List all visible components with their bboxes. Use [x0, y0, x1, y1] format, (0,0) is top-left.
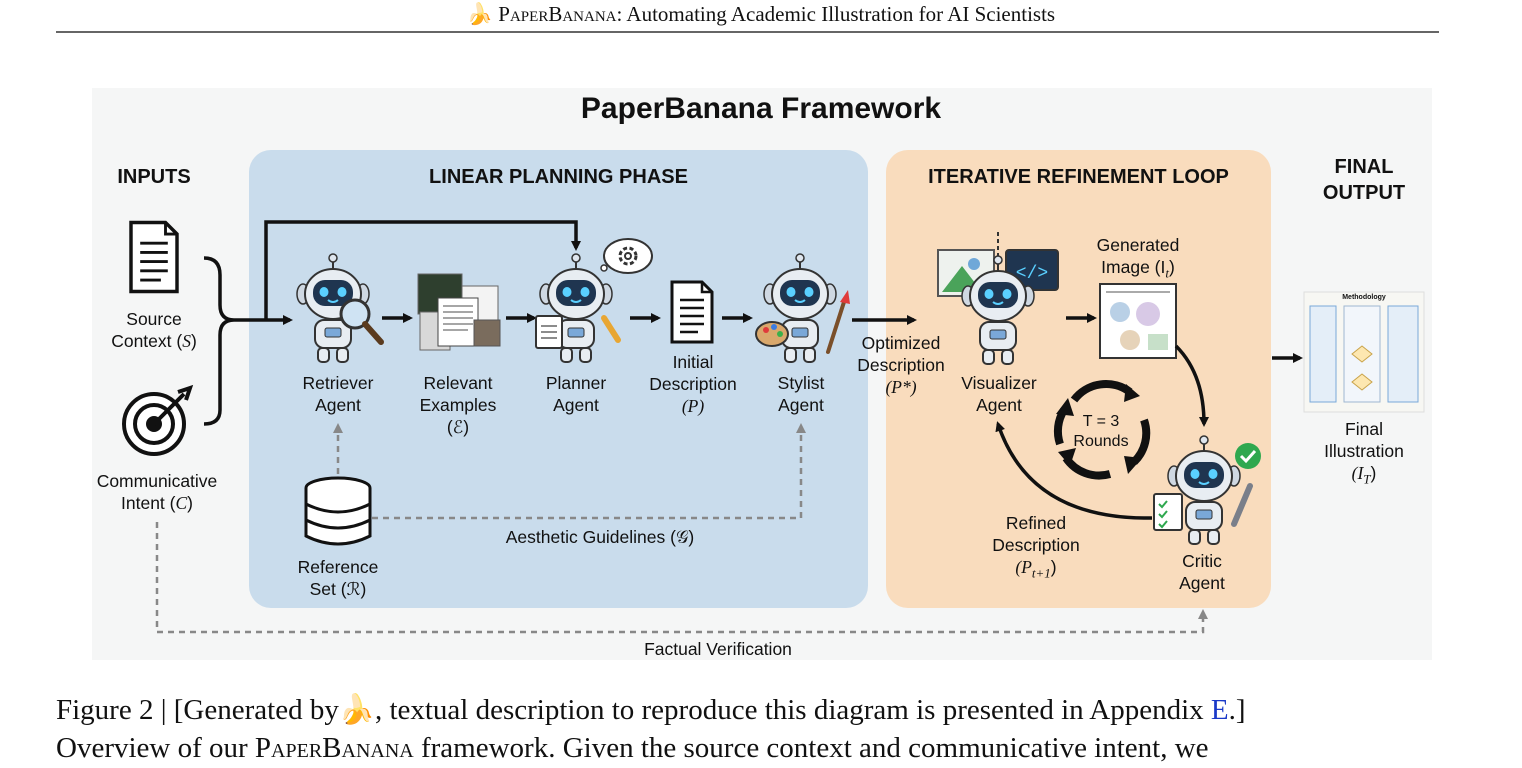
planner-robot-icon — [535, 253, 621, 363]
svg-text:</>: </> — [1016, 264, 1048, 284]
optimized-description-label: Optimized Description (P*) — [857, 333, 945, 397]
diagram-title: PaperBanana Framework — [580, 92, 942, 125]
stylist-robot-icon — [755, 253, 850, 363]
retriever-robot-icon — [296, 253, 384, 363]
stylist-agent-label: Stylist Agent — [777, 373, 825, 415]
visualizer-agent-label: Visualizer Agent — [961, 373, 1037, 415]
final-illustration-label: Final Illustration (IT) — [1324, 419, 1404, 487]
caption-line2-brand: PaperBanana — [254, 732, 414, 764]
initial-description-label: Initial Description (P) — [649, 352, 737, 416]
final-output-header: FINAL OUTPUT — [1300, 154, 1428, 206]
generated-image-label: Generated Image (It) — [1096, 235, 1180, 281]
running-head: 🍌 PaperBanana: Automating Academic Illus… — [0, 0, 1522, 28]
critic-agent-label: Critic Agent — [1179, 551, 1225, 593]
thought-gear-icon — [600, 238, 653, 274]
header-rule — [56, 31, 1439, 33]
reference-database-icon — [304, 476, 372, 546]
diagram-graphics: </> — [122, 220, 1425, 634]
target-icon — [122, 384, 194, 456]
running-head-title: : Automating Academic Illustration for A… — [616, 2, 1056, 26]
factual-verification-label: Factual Verification — [644, 639, 792, 659]
source-document-icon — [129, 220, 179, 294]
generated-image-icon — [1099, 283, 1177, 359]
final-output-header-line1: FINAL — [1334, 156, 1394, 178]
initial-description-icon — [670, 280, 714, 344]
caption-line2-rest: framework. Given the source context and … — [420, 732, 1209, 764]
running-head-brand: PaperBanana — [498, 2, 617, 26]
figure-caption: Figure 2 | [Generated by🍌, textual descr… — [56, 690, 1246, 730]
planning-phase-header: LINEAR PLANNING PHASE — [429, 166, 688, 188]
planner-agent-label: Planner Agent — [545, 373, 607, 415]
relevant-examples-label: Relevant Examples (ℰ) — [419, 373, 497, 437]
loop-cycle-icon — [1053, 380, 1151, 480]
final-illustration-icon — [1303, 291, 1425, 413]
caption-prefix: Figure 2 | [Generated by — [56, 694, 339, 726]
final-output-header-line2: OUTPUT — [1322, 182, 1406, 204]
appendix-link[interactable]: E — [1210, 694, 1229, 726]
caption-middle: , textual description to reproduce this … — [374, 694, 1204, 726]
relevant-examples-icon — [417, 273, 501, 351]
check-badge-icon — [1235, 443, 1261, 469]
caption-banana-icon: 🍌 — [338, 694, 375, 726]
refinement-loop-panel — [886, 150, 1271, 608]
loop-rounds-label: T = 3 Rounds — [1073, 413, 1129, 450]
source-context-label: Source Context (S) — [111, 309, 197, 351]
banana-icon: 🍌 — [466, 2, 494, 26]
caption-line2-start: Overview of our — [56, 732, 248, 764]
retriever-agent-label: Retriever Agent — [302, 373, 374, 415]
reference-set-label: Reference Set (ℛ) — [297, 557, 379, 599]
refined-description-label: Refined Description (Pt+1) — [992, 513, 1080, 581]
figure-caption-line2: Overview of our PaperBanana framework. G… — [56, 728, 1209, 768]
caption-suffix: .] — [1228, 694, 1246, 726]
inputs-header: INPUTS — [117, 166, 191, 188]
refinement-loop-header: ITERATIVE REFINEMENT LOOP — [928, 166, 1229, 188]
critic-robot-icon — [1153, 435, 1253, 545]
communicative-intent-label: Communicative Intent (C) — [96, 471, 218, 513]
aesthetic-guidelines-label: Aesthetic Guidelines (𝒢) — [505, 527, 695, 547]
methodology-thumb-title: Methodology — [1342, 294, 1386, 301]
